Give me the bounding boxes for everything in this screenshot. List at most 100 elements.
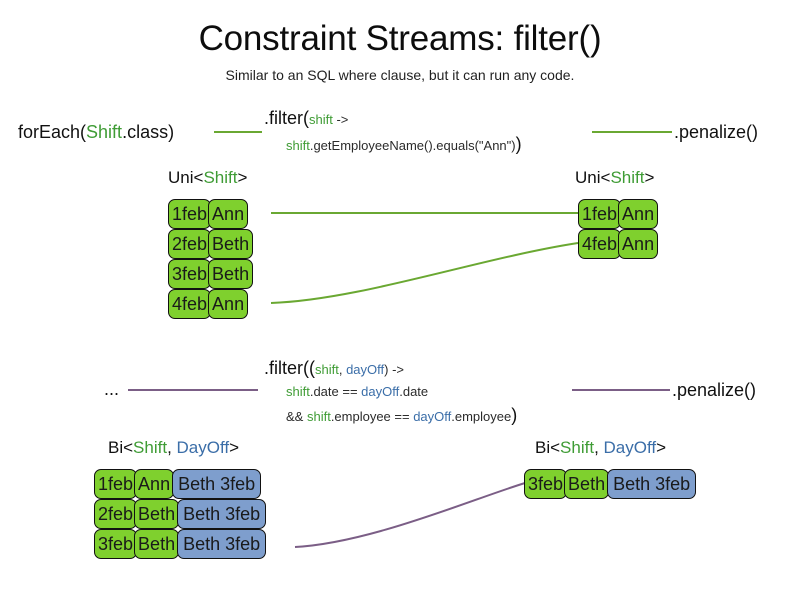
foreach-prefix: forEach( [18,122,87,142]
shift-employee-cell: Beth [208,259,254,289]
shift-employee: Beth [138,533,176,554]
uni-filter-param-2: shift [286,138,310,153]
shift-date-cell: 4feb [168,289,212,319]
shift-employee: Ann [212,203,245,224]
bi-input-tuple-row[interactable]: 3feb Beth Beth 3feb [94,529,267,559]
uni-filter-arrow: -> [332,112,349,127]
bi-input-label-comma: , [167,438,177,457]
bi-input-label-type-dayoff: DayOff [176,438,230,457]
shift-date-cell: 4feb [578,229,622,259]
shift-employee: Ann [138,473,171,494]
bi-filter-param-shift: shift [315,362,339,377]
shift-date-cell: 3feb [168,259,212,289]
bi-filter-l3-tail: .employee [451,409,512,424]
bi-filter-l2-tail: .date [399,384,429,399]
bi-input-label-suffix: > [229,438,240,457]
shift-date-cell: 3feb [524,469,568,499]
shift-employee: Beth [138,503,176,524]
uni-filter-line-1: .filter(shift -> [264,107,522,129]
bi-input-stream-label: Bi<Shift, DayOff> [108,437,239,458]
bi-filter-l2-dayoff: dayOff [361,384,400,399]
dayoff-cell: Beth 3feb [177,529,267,559]
uni-input-tuple-row[interactable]: 3feb Beth [168,259,254,289]
page-title: Constraint Streams: filter() [198,19,602,58]
uni-output-label-prefix: Uni< [575,168,611,187]
bi-filter-l3-shift: shift [306,409,331,424]
bi-filter-param-dayoff: dayOff [346,362,385,377]
dayoff-value: Beth 3feb [183,503,261,524]
shift-date-cell: 2feb [168,229,212,259]
uni-input-tuple-row[interactable]: 1feb Ann [168,199,249,229]
bi-output-label-suffix: > [656,438,667,457]
bi-filter-comma: , [338,362,347,377]
uni-filter-body: .getEmployeeName().equals("Ann") [309,138,516,153]
shift-employee-cell: Beth [134,529,180,559]
bi-filter-l2-mid: .date == [309,384,362,399]
shift-employee-cell: Ann [208,289,249,319]
uni-penalize-label: .penalize() [674,122,759,142]
bi-output-label-comma: , [594,438,604,457]
bi-filter-line-3: && shift.employee == dayOff.employee) [286,404,517,426]
uni-output-label-suffix: > [644,168,655,187]
shift-date: 1feb [172,203,208,224]
uni-filter-line-2: shift.getEmployeeName().equals("Ann")) [286,133,522,155]
shift-date: 2feb [172,233,208,254]
shift-employee-cell: Ann [134,469,175,499]
uni-input-label-suffix: > [237,168,248,187]
shift-date-cell: 1feb [578,199,622,229]
wire-uni-tuple-4 [270,242,579,304]
uni-input-label-prefix: Uni< [168,168,204,187]
bi-input-label-prefix: Bi< [108,438,134,457]
uni-input-label-type: Shift [203,168,238,187]
bi-filter-label: .filter((shift, dayOff) -> shift.date ==… [264,357,517,426]
uni-output-label-type: Shift [610,168,645,187]
shift-employee: Ann [622,233,655,254]
dayoff-cell: Beth 3feb [607,469,697,499]
bi-penalize-label: .penalize() [672,380,757,400]
shift-date-cell: 1feb [94,469,138,499]
shift-employee-cell: Ann [618,229,659,259]
dayoff-value: Beth 3feb [178,473,256,494]
bi-filter-l3-mid: .employee == [330,409,414,424]
shift-date: 3feb [528,473,564,494]
uni-filter-head: .filter( [264,108,309,128]
dayoff-value: Beth 3feb [183,533,261,554]
bi-output-label-type-dayoff: DayOff [603,438,657,457]
foreach-type: Shift [86,122,123,142]
uni-input-tuple-row[interactable]: 4feb Ann [168,289,249,319]
bi-input-label-type-shift: Shift [133,438,168,457]
shift-employee: Beth [212,263,250,284]
page-subtitle: Similar to an SQL where clause, but it c… [225,67,575,83]
uni-filter-param: shift [309,112,333,127]
uni-output-tuple-row[interactable]: 1feb Ann [578,199,659,229]
shift-date: 1feb [582,203,618,224]
uni-filter-label: .filter(shift -> shift.getEmployeeName()… [264,107,522,155]
bi-output-label-prefix: Bi< [535,438,561,457]
uni-input-tuple-row[interactable]: 2feb Beth [168,229,254,259]
uni-output-tuple-row[interactable]: 4feb Ann [578,229,659,259]
shift-employee-cell: Ann [618,199,659,229]
bi-output-tuple-row[interactable]: 3feb Beth Beth 3feb [524,469,697,499]
shift-date-cell: 1feb [168,199,212,229]
foreach-suffix: .class) [122,122,175,142]
shift-date: 1feb [98,473,134,494]
bi-filter-line-2: shift.date == dayOff.date [286,383,517,400]
shift-employee-cell: Beth [564,469,610,499]
bi-input-tuple-row[interactable]: 2feb Beth Beth 3feb [94,499,267,529]
shift-employee-cell: Beth [208,229,254,259]
shift-employee: Beth [212,233,250,254]
bi-filter-l3-and: && [286,409,307,424]
foreach-label: forEach(Shift.class) [18,121,174,143]
shift-employee: Ann [622,203,655,224]
bi-input-tuple-row[interactable]: 1feb Ann Beth 3feb [94,469,262,499]
bi-filter-arrow: ) -> [384,362,405,377]
shift-date: 3feb [98,533,134,554]
bi-filter-close-paren: ) [511,405,518,425]
bi-filter-l3-dayoff: dayOff [413,409,452,424]
shift-employee: Ann [212,293,245,314]
shift-date: 4feb [172,293,208,314]
shift-employee-cell: Ann [208,199,249,229]
dayoff-value: Beth 3feb [613,473,691,494]
wire-bi-tuple-3 [294,482,526,548]
